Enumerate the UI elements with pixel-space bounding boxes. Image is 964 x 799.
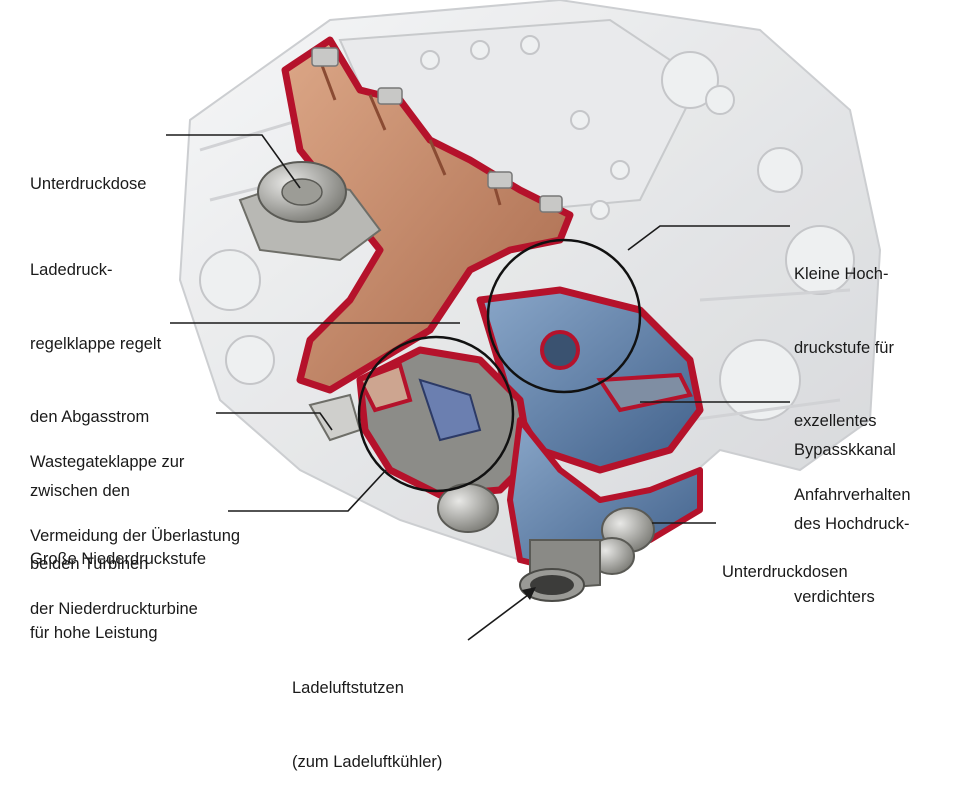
label-line: der Niederdruckturbine [30,600,198,618]
label-line: (zum Ladeluftkühler) [292,752,443,771]
label-unterdruckdose: Unterdruckdose [30,123,146,221]
label-niederdruckstufe: Große Niederdruckstufe für hohe Leistung [30,498,206,670]
label-line: zwischen den [30,481,130,500]
label-unterdruckdosen: Unterdruckdosen [722,511,848,609]
turbo-diagram: Unterdruckdose Ladedruck- regelklappe re… [30,0,911,771]
label-line: Unterdruckdose [30,175,147,193]
label-line: Ladedruck- [30,261,113,279]
vacuum-can-upper [238,161,382,262]
label-line: Vermeidung der Überlastung [30,526,241,545]
label-line: Unterdruckdosen [722,563,848,581]
highlight-circle-high-pressure [486,238,642,394]
label-ladeluftstutzen: Ladeluftstutzen (zum Ladeluftkühler) [292,627,442,799]
leader-wastegate [216,412,333,431]
label-line: des Hochdruck- [794,514,910,533]
exhaust-manifold [281,36,574,394]
label-hochdruckstufe: Kleine Hoch- druckstufe für exzellentes … [794,213,911,532]
label-line: Große Niederdruckstufe [30,550,207,568]
label-line: Wastegateklappe zur [30,453,185,471]
label-line: Bypasskkanal [794,441,896,459]
label-line: für hohe Leistung [30,623,158,642]
label-line: verdichters [794,588,875,606]
label-bypasskanal: Bypasskkanal des Hochdruck- verdichters [794,389,910,634]
label-line: exzellentes [794,412,877,430]
leader-ladeluft [467,591,533,641]
label-line: regelklappe regelt [30,334,162,353]
highlight-circle-low-pressure [357,335,515,493]
label-line: druckstufe für [794,338,894,357]
leader-hochdruck [627,225,790,251]
label-ladedruckregelklappe: Ladedruck- regelklappe regelt den Abgass… [30,209,161,601]
engine-illustration [166,0,882,641]
label-line: beiden Turbinen [30,555,149,573]
label-line: den Abgasstrom [30,408,150,426]
charge-air-outlet [519,539,601,602]
label-line: Ladeluftstutzen [292,679,404,697]
low-pressure-turbo [356,346,534,499]
label-line: Anfahrverhalten [794,485,911,504]
leader-unterdruckdose [166,134,301,189]
leader-lines [166,134,790,641]
label-wastegateklappe: Wastegateklappe zur Vermeidung der Überl… [30,401,240,646]
label-line: Kleine Hoch- [794,265,889,283]
leader-niederdruck [228,469,387,512]
arrowhead-ladeluft [522,587,536,600]
